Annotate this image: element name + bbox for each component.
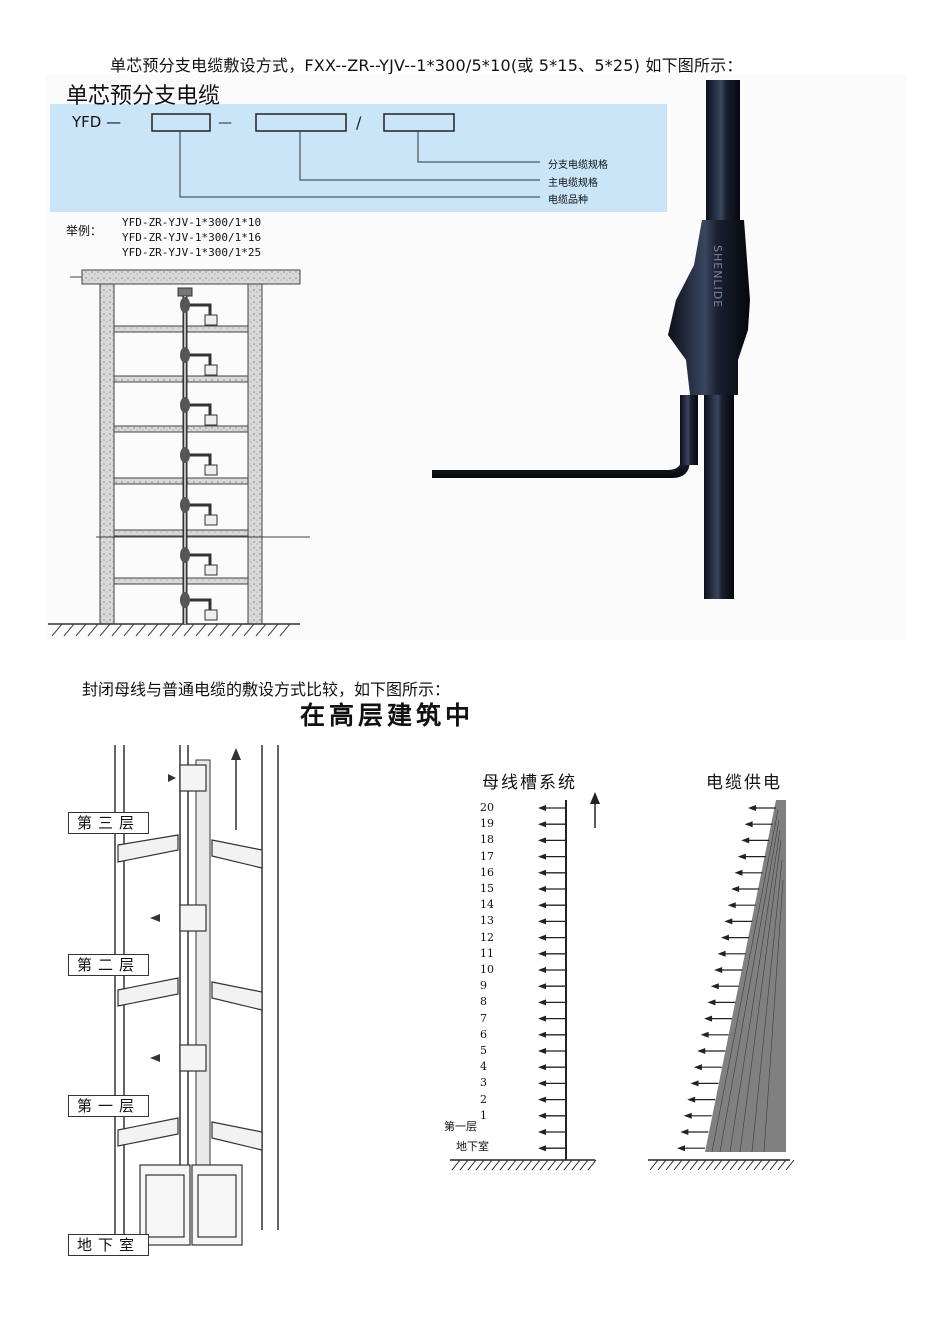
figure2-title: 在高层建筑中	[300, 701, 475, 730]
busbar-arrow-head	[538, 869, 546, 876]
figure1-title: 单芯预分支电缆	[66, 84, 221, 109]
floor-label-2: 第二层	[68, 954, 150, 976]
busbar-arrow-head	[538, 1129, 546, 1135]
floor-number: 14	[480, 898, 494, 912]
busbar-title: 母线槽系统	[482, 773, 577, 793]
example-line: YFD-ZR-YJV-1*300/1*10	[122, 216, 262, 229]
cable-arrow-head	[710, 983, 719, 990]
busbar-arrow-head	[538, 886, 546, 892]
floor-number: 3	[480, 1076, 487, 1090]
floor-number: 13	[480, 914, 494, 928]
code-diagram: — /	[151, 113, 540, 198]
cable-arrow-head	[734, 869, 743, 876]
floor-number: 1	[480, 1108, 487, 1122]
busbar-arrow-head	[538, 950, 546, 957]
busbar-arrow-head	[538, 1015, 546, 1022]
busbar-arrow-head	[538, 821, 546, 828]
cable-arrow-head	[731, 886, 740, 892]
cable-arrow-head	[720, 934, 729, 941]
floor-number: 2	[480, 1092, 487, 1106]
caption-mid: 封闭母线与普通电缆的敷设方式比较，如下图所示：	[82, 680, 451, 699]
cable-arrow-head	[744, 821, 753, 828]
riser-building-drawing	[48, 269, 310, 637]
floor-number: 8	[480, 995, 487, 1009]
cable-arrow-head	[748, 805, 756, 811]
busbar-arrow-head	[538, 1112, 546, 1119]
leader-branch-spec: 分支电缆规格	[548, 160, 608, 171]
floor-number: 12	[480, 930, 494, 944]
floor-number: 17	[480, 849, 494, 863]
floor-label-3: 第三层	[68, 812, 150, 834]
leader-main-spec: 主电缆规格	[548, 178, 598, 189]
floor-number: 19	[480, 817, 494, 831]
cable-arrow-head	[741, 837, 750, 844]
floor-basement-label: 地下室	[456, 1140, 489, 1153]
cable-arrow-head	[677, 1145, 685, 1152]
busbar-arrow-head	[538, 1080, 546, 1087]
cable-arrow-head	[693, 1064, 702, 1071]
leader-cable-type: 电缆品种	[548, 195, 588, 206]
example-line: YFD-ZR-YJV-1*300/1*16	[122, 231, 262, 244]
brand-text: SHENLIDE	[711, 245, 724, 308]
cable-arrow-head	[714, 967, 723, 973]
cable-arrow-head	[727, 902, 736, 909]
floor-number: 7	[480, 1011, 487, 1025]
floor-number: 11	[480, 946, 494, 960]
floor-label-1: 第一层	[68, 1095, 150, 1117]
floor-first-label: 第一层	[444, 1120, 477, 1133]
cable-arrow-head	[683, 1112, 692, 1119]
floor-number: 5	[480, 1044, 487, 1057]
busbar-arrow-head	[538, 1064, 546, 1071]
busbar-arrow-head	[538, 805, 546, 811]
code-prefix: YFD —	[72, 113, 122, 131]
busbar-arrow-head	[538, 1145, 546, 1152]
example-line: YFD-ZR-YJV-1*300/1*25	[122, 246, 262, 259]
busbar-arrow-head	[538, 983, 546, 990]
cable-arrow-head	[717, 950, 726, 957]
cable-arrow-head	[687, 1096, 696, 1103]
busbar-arrow-head	[538, 1031, 546, 1038]
code-legend-box	[50, 104, 667, 212]
floor-number: 6	[480, 1027, 487, 1041]
cable-arrow-head	[680, 1129, 689, 1135]
svg-text:—: —	[218, 115, 232, 131]
floor-label-basement: 地下室	[68, 1234, 150, 1256]
svg-text:/: /	[356, 113, 362, 132]
cable-arrow-head	[690, 1080, 699, 1087]
floor-number: 16	[480, 865, 494, 879]
floor-number: 15	[480, 882, 494, 895]
floor-number: 10	[480, 963, 494, 976]
cable-title: 电缆供电	[706, 773, 782, 793]
busbar-arrow-head	[538, 1048, 546, 1054]
busbar-arrow-head	[538, 902, 546, 909]
floor-number: 9	[480, 979, 487, 993]
cable-arrow-head	[697, 1048, 706, 1054]
busbar-arrow-head	[538, 853, 546, 860]
busbar-arrow-head	[538, 934, 546, 941]
cable-arrow-head	[724, 918, 733, 925]
busbar-arrow-head	[538, 837, 546, 844]
example-label: 举例：	[66, 224, 103, 238]
busbar-arrow-head	[538, 999, 546, 1006]
cable-branch-joint: SHENLIDE	[432, 80, 750, 599]
busbar-arrow-head	[538, 918, 546, 925]
busbar-arrow-head	[538, 1096, 546, 1103]
cable-arrow-head	[700, 1031, 709, 1038]
floor-number: 4	[480, 1060, 487, 1074]
cable-arrow-head	[707, 999, 716, 1006]
floor-number: 18	[480, 833, 494, 847]
cable-arrow-head	[737, 853, 746, 860]
busbar-arrow-head	[538, 967, 546, 973]
floor-number: 20	[480, 801, 494, 814]
cable-arrow-head	[704, 1015, 713, 1022]
caption-top: 单芯预分支电缆敷设方式，FXX--ZR--YJV--1*300/5*10(或 5…	[110, 56, 743, 75]
